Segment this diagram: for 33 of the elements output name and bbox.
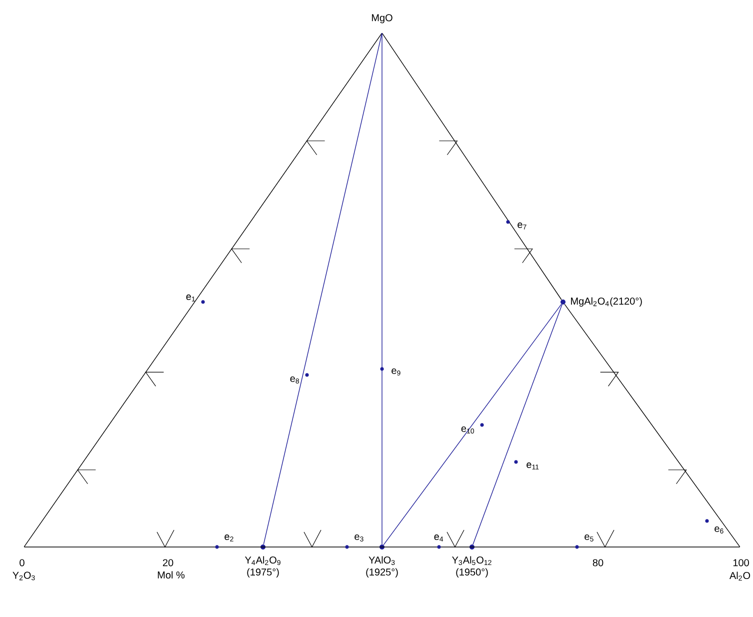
axis-label: 20: [162, 559, 174, 566]
node-label: Y$_{4}$Al$_{2}$O$_{9}$ (1975°): [244, 556, 280, 578]
point-label: e$_{9}$: [392, 368, 400, 376]
point-label: e$_{5}$: [584, 534, 594, 542]
vertex-label: MgO: [372, 14, 392, 24]
point-label: e$_{11}$: [526, 462, 539, 470]
tie-line: [382, 32, 562, 300]
axis-label: Mol %: [158, 571, 185, 579]
tie-line: [24, 546, 740, 548]
tie-line: [263, 32, 382, 545]
tie-line: [472, 304, 562, 545]
tie-line: [383, 304, 562, 546]
point-label: e$_{10}$: [461, 426, 474, 434]
point-label: e$_{4}$: [434, 534, 444, 542]
point-label: e$_{1}$: [186, 294, 195, 302]
phase-point: YAlO$_{3}$ (1925°): [366, 544, 398, 578]
point-label: e$_{3}$: [354, 534, 364, 542]
point-label: e$_{2}$: [224, 534, 234, 542]
tie-line: [564, 304, 740, 548]
axis-label: 0: [20, 559, 24, 566]
axis-label: 100: [733, 559, 749, 566]
phase-point: MgAl$_{2}$O$_{4}$(2120°): [560, 297, 642, 307]
node-label: YAlO$_{3}$ (1925°): [366, 556, 398, 578]
point-label: e$_{8}$: [290, 376, 299, 384]
point-label: e$_{6}$: [714, 526, 724, 534]
phase-point: Y$_{4}$Al$_{2}$O$_{9}$ (1975°): [244, 544, 280, 578]
corner-label: Al$_{2}$O: [729, 572, 750, 580]
node-label: Y$_{3}$Al$_{5}$O$_{12}$ (1950°): [452, 556, 492, 578]
phase-point: Y$_{3}$Al$_{5}$O$_{12}$ (1950°): [452, 544, 492, 578]
point-label: e$_{7}$: [518, 222, 526, 230]
tie-line: [24, 32, 382, 548]
corner-label: Y$_{2}$O$_{3}$: [12, 572, 35, 580]
axis-label: 80: [592, 559, 604, 566]
